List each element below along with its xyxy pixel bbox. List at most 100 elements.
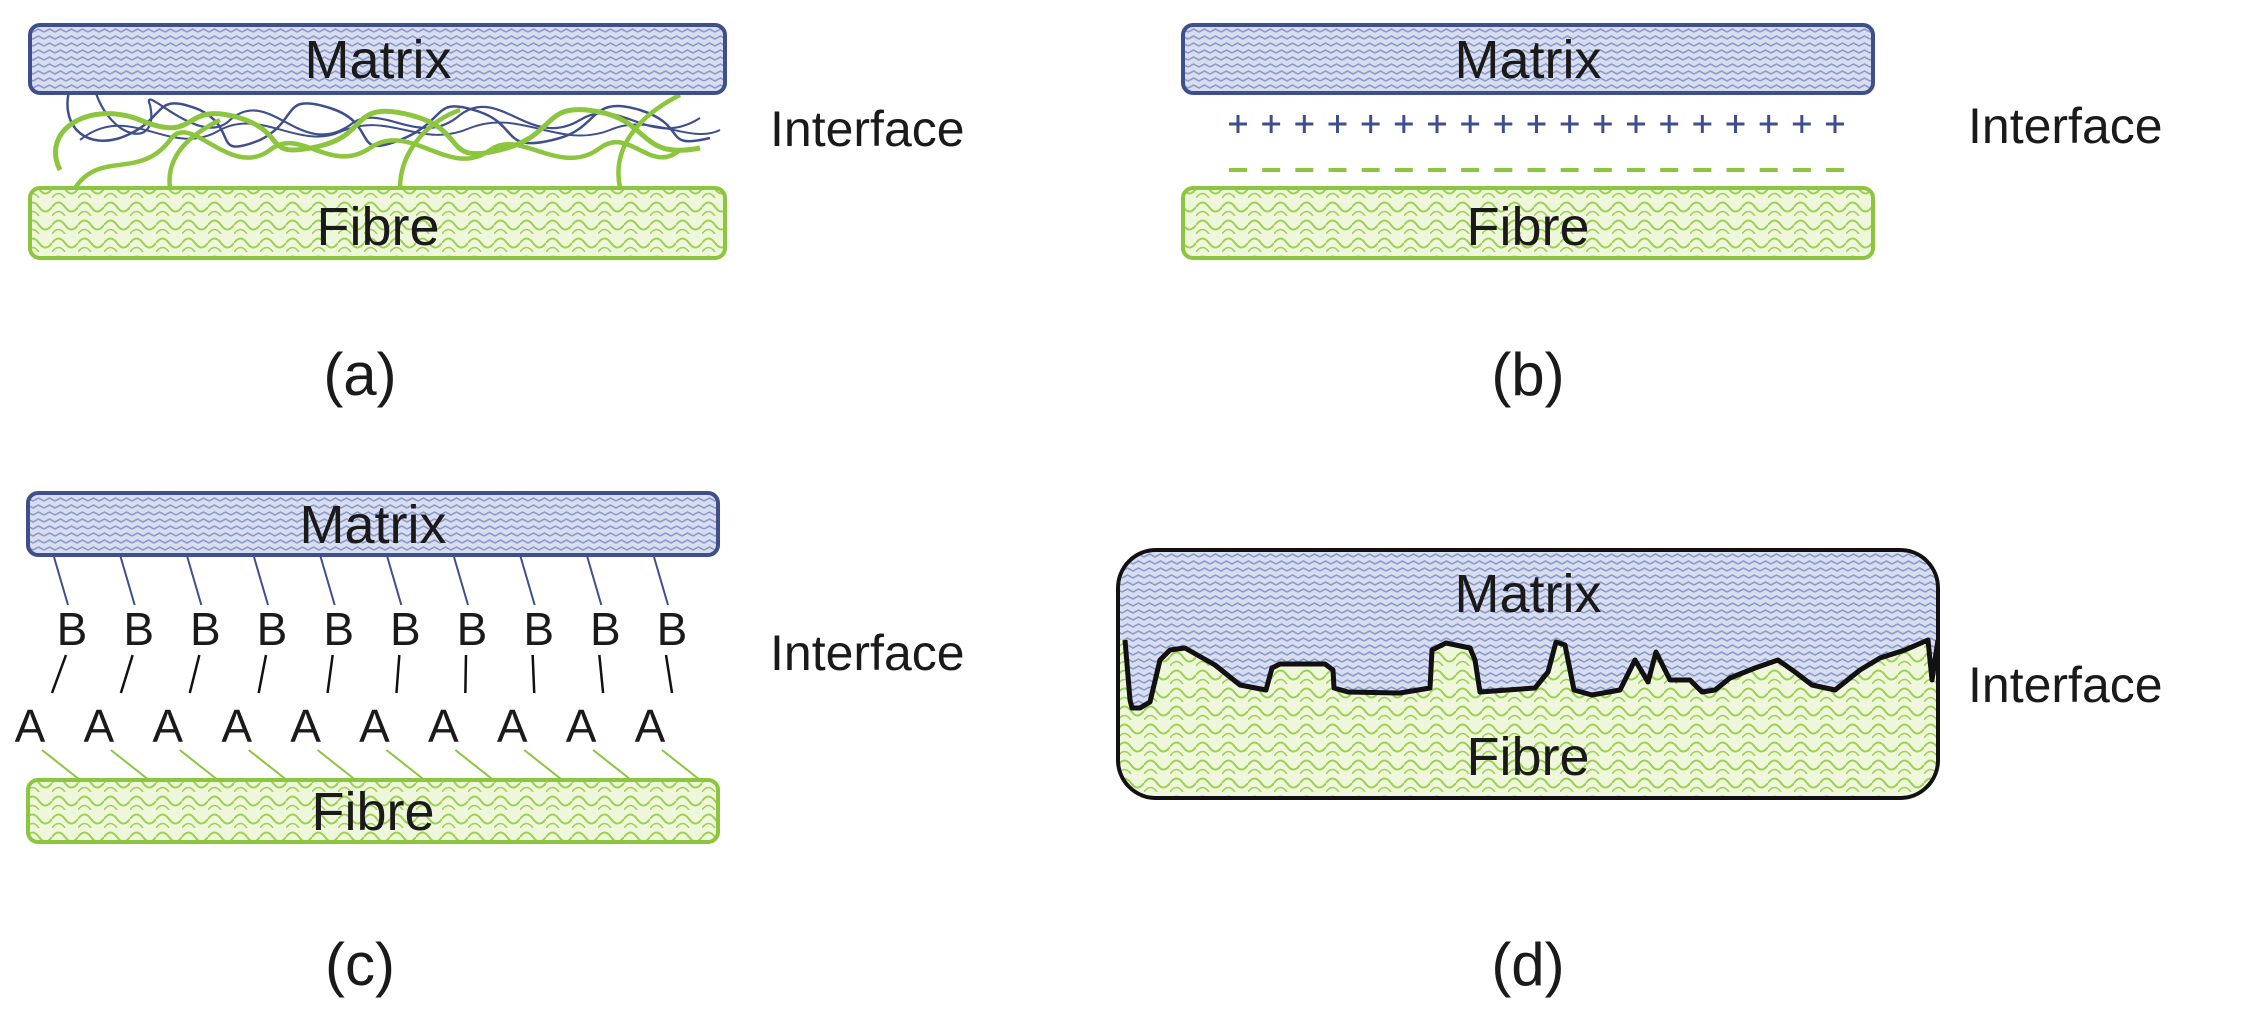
panel-d-rough-interface-line (1122, 637, 1938, 711)
b-group-label: B (590, 603, 621, 655)
b-group-label: B (190, 603, 221, 655)
plus-charge (1328, 115, 1347, 133)
panel-c-fibre-bar (26, 778, 720, 844)
b-a-bond (50, 654, 68, 694)
panel-b-fibre-label: Fibre (1466, 197, 1589, 257)
a-fibre-bond (248, 749, 288, 781)
b-group-label: B (257, 603, 288, 655)
panel-b-matrix-bar (1181, 23, 1875, 95)
b-a-bond (188, 654, 201, 694)
matrix-b-bond (119, 556, 136, 606)
panel-a-matrix-label: Matrix (305, 30, 452, 90)
b-a-bond (119, 654, 134, 694)
matrix-b-bond (319, 556, 336, 606)
panel-b-interface-label: Interface (1968, 98, 2163, 154)
plus-charge (1660, 115, 1679, 133)
plus-charge (1826, 115, 1844, 133)
panel-c-fibre-label: Fibre (311, 782, 434, 842)
matrix-b-bond (653, 556, 669, 606)
plus-charge (1494, 115, 1513, 133)
a-fibre-bond (523, 749, 563, 781)
b-a-bond (326, 654, 334, 694)
b-group-label: B (390, 603, 421, 655)
a-group-label: A (635, 700, 666, 752)
a-fibre-bond (592, 749, 632, 781)
b-a-bond (664, 654, 674, 694)
matrix-b-bond (186, 556, 203, 606)
a-fibre-bond (41, 749, 81, 781)
plus-charge (1792, 115, 1811, 133)
panel-b-positive-charges (1229, 115, 1844, 133)
b-group-label: B (123, 603, 154, 655)
matrix-b-bond (253, 556, 269, 606)
panel-c-interface-label: Interface (770, 625, 965, 681)
plus-charge (1527, 115, 1546, 133)
a-group-label: A (84, 700, 115, 752)
panel-b: Matrix Fibre Interface (b) (1181, 23, 2163, 408)
panel-a-caption: (a) (323, 341, 396, 408)
b-group-label: B (657, 603, 688, 655)
plus-charge (1759, 115, 1778, 133)
b-group-label: B (323, 603, 354, 655)
plus-charge (1262, 115, 1281, 133)
panel-a-entanglement (53, 87, 721, 190)
b-a-bond (598, 654, 605, 694)
a-group-label: A (566, 700, 597, 752)
a-group-label: A (221, 700, 252, 752)
panel-a-interface-label: Interface (770, 101, 965, 157)
plus-charge (1394, 115, 1413, 133)
plus-charge (1361, 115, 1380, 133)
panel-b-matrix-label: Matrix (1455, 30, 1602, 90)
a-group-label: A (497, 700, 528, 752)
matrix-b-bond (53, 556, 69, 606)
a-group-label: A (359, 700, 390, 752)
panel-d-matrix-label: Matrix (1455, 564, 1602, 624)
a-group-label: A (152, 700, 183, 752)
panel-c-matrix-bar (26, 491, 720, 557)
a-group-label: A (290, 700, 321, 752)
panel-a-fibre-label: Fibre (316, 197, 439, 257)
matrix-b-bond (453, 556, 469, 606)
panel-a-matrix-bar (28, 23, 727, 95)
plus-charge (1627, 115, 1645, 133)
matrix-b-bond (519, 556, 536, 606)
panel-d-interface-label: Interface (1968, 657, 2163, 713)
plus-charge (1693, 115, 1712, 133)
a-fibre-bond (316, 749, 357, 781)
plus-charge (1560, 115, 1579, 133)
b-a-bond (531, 654, 536, 694)
a-fibre-bond (110, 749, 150, 781)
b-a-bond (395, 654, 401, 694)
panel-a: Matrix Fibre Interface (a) (28, 23, 965, 408)
panel-d-outline (1116, 548, 1940, 800)
a-fibre-bond (454, 749, 494, 781)
a-fibre-bond (661, 749, 701, 781)
panel-b-caption: (b) (1491, 341, 1564, 408)
plus-charge (1461, 115, 1480, 133)
plus-charge (1593, 115, 1612, 133)
b-group-label: B (457, 603, 488, 655)
panel-d-caption: (d) (1491, 931, 1564, 998)
panel-a-fibre-bar (28, 186, 727, 260)
panel-c-matrix-label: Matrix (300, 495, 447, 555)
a-group-label: A (15, 700, 46, 752)
b-a-bond (257, 654, 268, 694)
a-fibre-bond (385, 749, 426, 781)
panel-c-caption: (c) (325, 931, 395, 998)
panel-b-fibre-bar (1181, 186, 1875, 260)
plus-charge (1428, 115, 1446, 133)
a-fibre-bond (179, 749, 219, 781)
matrix-b-bond (586, 556, 603, 606)
b-group-label: B (523, 603, 554, 655)
b-a-bond (464, 654, 468, 694)
plus-charge (1726, 115, 1745, 133)
matrix-b-bond (386, 556, 403, 606)
plus-charge (1229, 115, 1247, 133)
plus-charge (1295, 115, 1314, 133)
panel-d-fibre-label: Fibre (1466, 727, 1589, 787)
panel-d-matrix-region (1118, 550, 1938, 708)
a-group-label: A (428, 700, 459, 752)
